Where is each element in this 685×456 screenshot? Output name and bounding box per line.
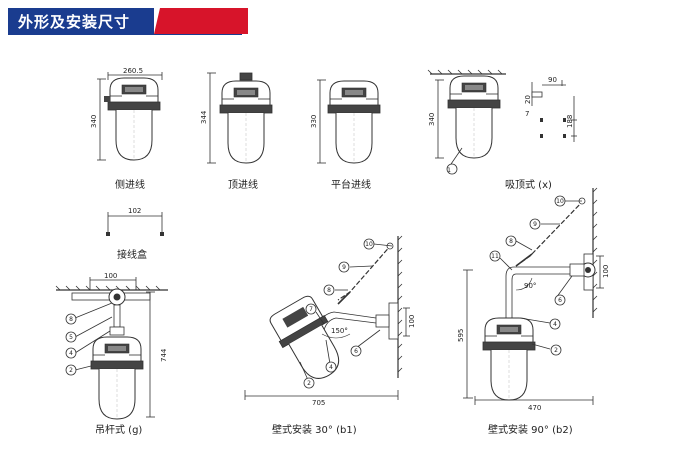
wall90-callout-2: 2: [554, 347, 558, 354]
wall90-callout-8: 8: [509, 238, 513, 245]
wall30-callout-9: 9: [342, 264, 346, 271]
platform-height-dim: 330: [310, 115, 318, 128]
wall30-callout-10: 10: [365, 241, 373, 248]
ceiling-callout: 1: [447, 167, 451, 174]
wall90-plate-dim: 100: [602, 265, 610, 278]
wall30-length-dim: 705: [312, 399, 325, 407]
pendant-width-dim: 100: [104, 272, 117, 280]
wall-mount-30-drawing: [244, 235, 410, 400]
wall30-angle: 150°: [331, 327, 348, 335]
wall90-callout-9: 9: [533, 221, 537, 228]
pendant-callout-2: 2: [69, 367, 73, 374]
junction-box-drawing: [106, 212, 164, 236]
ceiling-dim-b: 20: [524, 95, 532, 104]
section-title: 外形及安装尺寸: [18, 13, 131, 31]
wall90-length-dim: 470: [528, 404, 541, 412]
junction-width-dim: 102: [128, 207, 141, 215]
header-red-tab: [154, 8, 248, 34]
ceiling-height-dim: 340: [428, 113, 436, 126]
wall30-callout-7: 7: [309, 306, 313, 313]
wall30-callout-2: 2: [307, 380, 311, 387]
top-entry-caption: 顶进线: [228, 180, 258, 191]
side-entry-caption: 侧进线: [115, 180, 145, 191]
wall30-callout-8: 8: [327, 287, 331, 294]
ceiling-dim-a: 90: [548, 76, 557, 84]
wall90-callout-10: 10: [556, 198, 564, 205]
wall30-callout-4: 4: [329, 364, 333, 371]
side-entry-drawing: [97, 72, 163, 161]
wall30-callout-6: 6: [354, 348, 358, 355]
platform-entry-drawing: [317, 79, 381, 164]
pendant-callout-8: 8: [69, 316, 73, 323]
ceiling-dim-c: 7: [525, 110, 529, 118]
junction-box-caption: 接线盒: [117, 250, 147, 261]
wall30-caption: 壁式安装 30° (b1): [272, 425, 357, 436]
wall90-callout-4: 4: [553, 321, 557, 328]
wall90-callout-6: 6: [558, 297, 562, 304]
ceiling-mount-drawing: [427, 69, 577, 175]
platform-entry-caption: 平台进线: [331, 180, 371, 191]
wall90-height-dim: 595: [457, 329, 465, 342]
wall90-callout-11: 11: [491, 253, 499, 260]
wall-mount-90-drawing: [463, 187, 604, 405]
header-underline: [8, 34, 242, 35]
pendant-drawing: [55, 277, 168, 420]
pendant-callout-5: 5: [69, 334, 73, 341]
ceiling-dim-d: 188: [566, 115, 574, 128]
side-height-dim: 340: [90, 115, 98, 128]
top-entry-drawing: [207, 72, 273, 164]
header-blue-bar: [8, 8, 154, 34]
section-header: 外形及安装尺寸: [8, 8, 248, 35]
top-height-dim: 344: [200, 110, 208, 124]
wall90-caption: 壁式安装 90° (b2): [488, 425, 573, 436]
pendant-callout-4: 4: [69, 350, 73, 357]
ceiling-caption: 吸顶式 (x): [505, 180, 552, 191]
pendant-caption: 吊杆式 (g): [95, 425, 143, 436]
side-width-dim: 260.5: [123, 67, 143, 75]
wall30-plate-dim: 100: [408, 315, 416, 328]
wall90-angle: 90°: [524, 282, 536, 290]
pendant-height-dim: 744: [160, 348, 168, 362]
